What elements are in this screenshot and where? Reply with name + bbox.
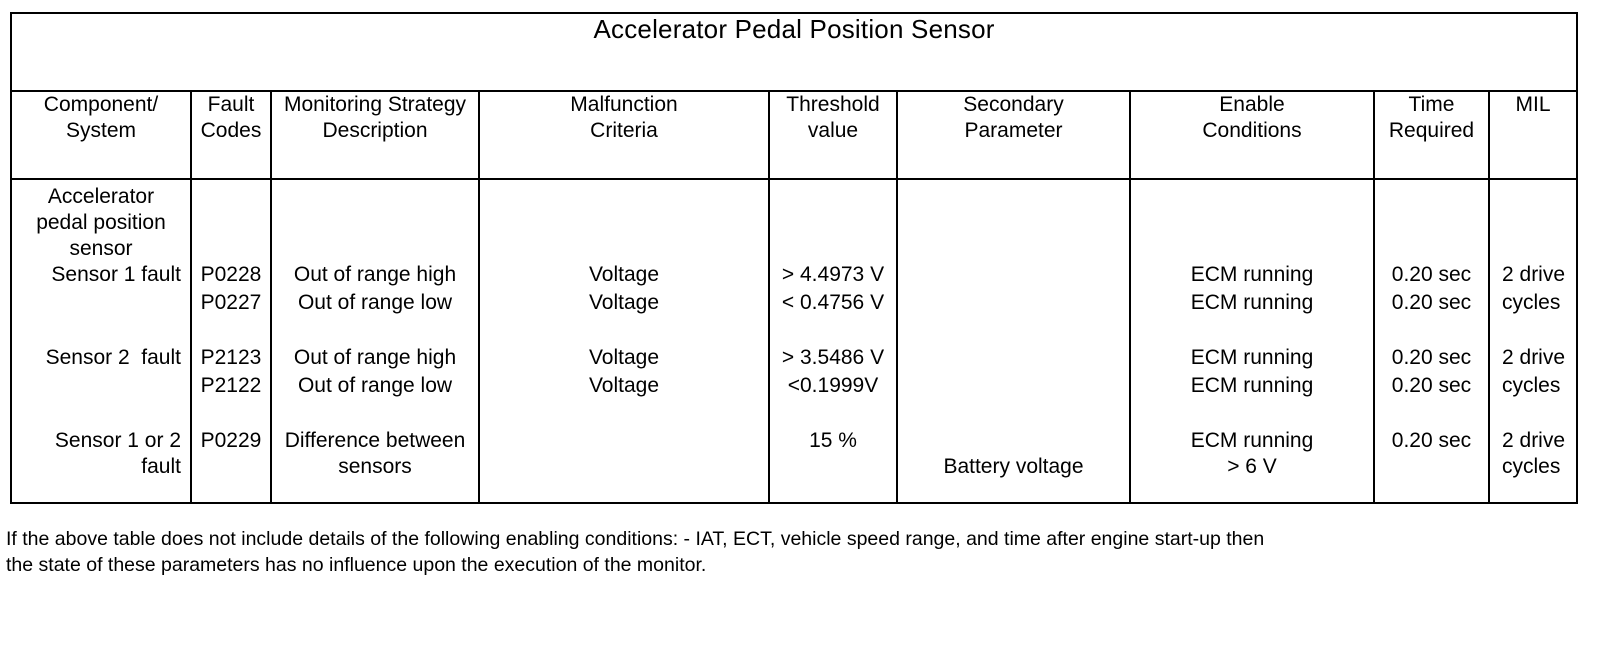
- threshold-value-4: <0.1999V: [787, 374, 879, 397]
- table-body-row: Accelerator pedal position sensor Sensor…: [10, 178, 1579, 504]
- header-monitoring-strategy-description: Monitoring Strategy Description: [270, 90, 480, 180]
- component-heading-line-1: Accelerator: [47, 185, 155, 208]
- component-heading-line-3: sensor: [69, 237, 133, 260]
- cell-enable-conditions: ECM running ECM running ECM running ECM …: [1129, 178, 1375, 504]
- header-secondary-parameter: Secondary Parameter: [896, 90, 1131, 180]
- header-malfunction-criteria: Malfunction Criteria: [478, 90, 770, 180]
- fault-code-p0228: P0228: [200, 263, 262, 286]
- enable-condition-3: ECM running: [1190, 346, 1314, 369]
- mil-3-line-2: cycles: [1502, 455, 1561, 478]
- header-line-2: System: [65, 118, 136, 142]
- header-fault-codes: Fault Codes: [190, 90, 272, 180]
- header-line-2: Criteria: [590, 118, 658, 142]
- enable-condition-4: ECM running: [1190, 374, 1314, 397]
- cell-secondary-parameter: Battery voltage: [896, 178, 1131, 504]
- header-line-1: Fault: [207, 93, 255, 116]
- secondary-parameter-5: Battery voltage: [943, 455, 1084, 478]
- header-line-2: Parameter: [964, 118, 1063, 142]
- header-line-1: Malfunction: [570, 93, 678, 116]
- time-required-2: 0.20 sec: [1391, 291, 1472, 314]
- header-time-required: Time Required: [1373, 90, 1490, 180]
- monitoring-strategy-1: Out of range high: [293, 263, 457, 286]
- header-line-1: Monitoring Strategy: [283, 93, 467, 116]
- malfunction-criteria-1: Voltage: [588, 263, 660, 286]
- header-threshold-value: Threshold value: [768, 90, 898, 180]
- fault-code-p0227: P0227: [200, 291, 262, 314]
- component-sensor-2-fault: Sensor 2 fault: [45, 346, 181, 369]
- header-line-2: Required: [1388, 118, 1475, 142]
- enable-condition-5-line-1: ECM running: [1190, 429, 1314, 452]
- time-required-5: 0.20 sec: [1391, 429, 1472, 452]
- header-component-system: Component/ System: [10, 90, 192, 180]
- fault-code-p2122: P2122: [200, 374, 262, 397]
- header-line-1: MIL: [1515, 93, 1551, 116]
- cell-monitoring-strategy: Out of range high Out of range low Out o…: [270, 178, 480, 504]
- enable-condition-5-line-2: > 6 V: [1227, 455, 1277, 478]
- monitoring-strategy-3: Out of range high: [293, 346, 457, 369]
- monitoring-strategy-4: Out of range low: [297, 374, 453, 397]
- time-required-1: 0.20 sec: [1391, 263, 1472, 286]
- threshold-value-1: > 4.4973 V: [781, 263, 885, 286]
- cell-component-system: Accelerator pedal position sensor Sensor…: [10, 178, 192, 504]
- mil-2-line-2: cycles: [1502, 374, 1561, 397]
- threshold-value-5: 15 %: [809, 429, 857, 452]
- component-sensor-1-or-2-fault-line-2: fault: [141, 455, 181, 478]
- mil-1-line-2: cycles: [1502, 291, 1561, 314]
- header-line-1: Enable: [1219, 93, 1285, 116]
- header-line-2: Conditions: [1202, 118, 1302, 142]
- mil-2-line-1: 2 drive: [1502, 346, 1566, 369]
- header-line-1: Threshold: [786, 93, 880, 116]
- header-enable-conditions: Enable Conditions: [1129, 90, 1375, 180]
- header-line-1: Time: [1408, 93, 1455, 116]
- fault-code-p0229: P0229: [200, 429, 262, 452]
- enable-condition-1: ECM running: [1190, 263, 1314, 286]
- mil-1-line-1: 2 drive: [1502, 263, 1566, 286]
- malfunction-criteria-3: Voltage: [588, 346, 660, 369]
- cell-time-required: 0.20 sec 0.20 sec 0.20 sec 0.20 sec 0.20…: [1373, 178, 1490, 504]
- cell-mil: 2 drive cycles 2 drive cycles 2 drive cy…: [1487, 178, 1579, 504]
- malfunction-criteria-4: Voltage: [588, 374, 660, 397]
- header-line-1: Secondary: [963, 93, 1064, 116]
- component-sensor-1-fault: Sensor 1 fault: [51, 263, 181, 286]
- table-title: Accelerator Pedal Position Sensor: [9, 12, 1579, 92]
- table-header-row: Component/ System Fault Codes Monitoring…: [10, 90, 1579, 180]
- monitoring-strategy-5-line-1: Difference between: [284, 429, 466, 452]
- table-title-row: Accelerator Pedal Position Sensor: [9, 12, 1579, 92]
- header-line-1: Component/: [43, 93, 159, 116]
- component-sensor-1-or-2-fault-line-1: Sensor 1 or 2: [54, 429, 181, 452]
- monitoring-strategy-2: Out of range low: [297, 291, 453, 314]
- threshold-value-2: < 0.4756 V: [781, 291, 885, 314]
- header-line-2: Description: [322, 118, 428, 142]
- component-heading-line-2: pedal position: [36, 211, 166, 234]
- cell-fault-codes: P0228 P0227 P2123 P2122 P0229: [190, 178, 272, 504]
- monitoring-strategy-5-line-2: sensors: [338, 455, 412, 478]
- header-mil: MIL: [1487, 90, 1579, 180]
- time-required-4: 0.20 sec: [1391, 374, 1472, 397]
- malfunction-criteria-2: Voltage: [588, 291, 660, 314]
- header-line-2: Codes: [200, 118, 262, 142]
- mil-3-line-1: 2 drive: [1502, 429, 1566, 452]
- header-line-2: value: [807, 118, 859, 142]
- fault-code-p2123: P2123: [200, 346, 262, 369]
- enable-condition-2: ECM running: [1190, 291, 1314, 314]
- time-required-3: 0.20 sec: [1391, 346, 1472, 369]
- cell-threshold-value: > 4.4973 V < 0.4756 V > 3.5486 V <0.1999…: [768, 178, 898, 504]
- obd-monitor-table: Accelerator Pedal Position Sensor Compon…: [9, 12, 1579, 504]
- footnote-text: If the above table does not include deta…: [6, 528, 1265, 576]
- cell-malfunction-criteria: Voltage Voltage Voltage Voltage: [478, 178, 770, 504]
- threshold-value-3: > 3.5486 V: [781, 346, 885, 369]
